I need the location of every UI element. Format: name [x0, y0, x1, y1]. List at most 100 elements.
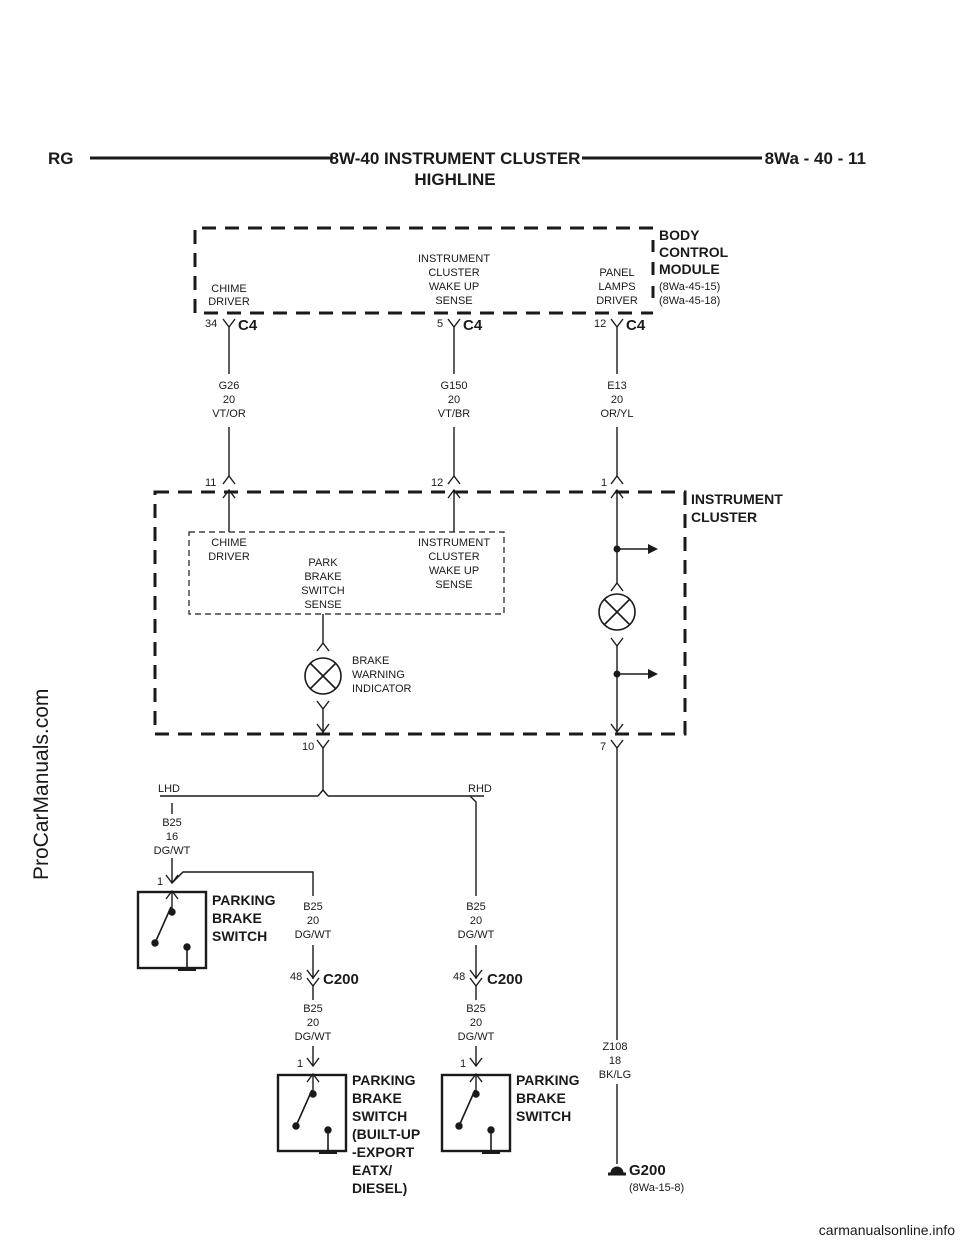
header-subtitle: HIGHLINE [414, 170, 495, 189]
below-wire-gauge-r: 20 [470, 1017, 482, 1029]
instrument-cluster: INSTRUMENT CLUSTER CHIME DRIVER PARK BRA… [153, 488, 783, 736]
c200-right-pin: 48 [453, 971, 465, 983]
cluster-park-4: SENSE [304, 599, 341, 611]
mid-wire-gauge-r: 20 [470, 915, 482, 927]
rhd-switch-pin: 1 [460, 1058, 466, 1070]
cluster-pin-7-symbol [610, 739, 624, 750]
bcm-panel-3: DRIVER [596, 295, 638, 307]
indicator-exit-arrow [316, 723, 330, 734]
cluster-name-line1: INSTRUMENT [691, 491, 783, 507]
bcm-connector-pins: 34 C4 5 C4 12 C4 [205, 317, 646, 334]
export-switch-pin: 1 [297, 1058, 303, 1070]
bottom-watermark: carmanualsonline.info [819, 1222, 955, 1238]
panel-lamp-exit-arrow [610, 723, 624, 734]
cluster-wake-4: SENSE [435, 579, 472, 591]
mid-wire-color-r: DG/WT [458, 929, 495, 941]
bcm-ref2: (8Wa-45-18) [659, 295, 720, 307]
panel-lamp-bottom-arrow [610, 637, 624, 648]
cluster-name-line2: CLUSTER [691, 509, 757, 525]
cluster-pin-10: 10 [302, 741, 314, 753]
brake-indicator-3: INDICATOR [352, 683, 412, 695]
panel-lamp-top-arrow [610, 581, 624, 592]
side-watermark: ProCarManuals.com [30, 689, 53, 880]
rhd-switch-label-2: BRAKE [516, 1090, 566, 1106]
indicator-top-arrow [316, 641, 330, 652]
export-switch-pin-symbol [306, 1057, 320, 1068]
ground-symbol-icon [608, 1166, 626, 1176]
c200-right-connector: C200 [487, 971, 523, 988]
wire-e13-color: OR/YL [600, 408, 633, 420]
export-parking-brake-switch [276, 1073, 348, 1153]
rhd-switch-blade [458, 1089, 476, 1127]
ground-wire-color: BK/LG [599, 1069, 631, 1081]
wire-g26-gauge: 20 [223, 394, 235, 406]
rhd-wire-top [469, 795, 477, 896]
lower-circuit: LHD RHD B25 16 DG/WT 1 PARKING BRAKE SWI… [136, 748, 684, 1196]
bcm-connector-c4-a: C4 [238, 317, 258, 334]
brake-indicator-2: WARNING [352, 669, 405, 681]
wire-e13-circuit: E13 [607, 380, 627, 392]
header-page-number: 8Wa - 40 - 11 [765, 149, 866, 168]
bcm-wake-3: WAKE UP [429, 281, 479, 293]
rhd-switch-contact-pivot [455, 1122, 463, 1130]
c200-right-pin-symbol-bottom [469, 977, 483, 988]
bcm-panel-1: PANEL [599, 267, 634, 279]
c200-right-pin-symbol-top [469, 969, 483, 980]
cluster-pin-10-symbol [316, 739, 330, 750]
cluster-bottom-pins: 10 7 [302, 739, 624, 753]
bcm-wake-1: INSTRUMENT [418, 253, 490, 265]
bcm-wake-4: SENSE [435, 295, 472, 307]
cluster-pin-11: 11 [205, 477, 216, 489]
lhd-wire-circuit: B25 [162, 817, 182, 829]
cluster-pin-12: 12 [431, 477, 443, 489]
cluster-pin-1: 1 [601, 477, 607, 489]
below-wire-circuit-l: B25 [303, 1003, 323, 1015]
ground-wire-circuit: Z108 [602, 1041, 627, 1053]
bcm-wake-2: CLUSTER [428, 267, 479, 279]
lhd-wire-color: DG/WT [154, 845, 191, 857]
cluster-park-1: PARK [308, 557, 338, 569]
bcm-pin-34: 34 [205, 318, 217, 330]
export-switch-label-4: (BUILT-UP [352, 1126, 420, 1142]
cluster-pin-11-symbol [222, 474, 236, 485]
cluster-park-3: SWITCH [301, 585, 344, 597]
bcm-pin-34-symbol [222, 318, 236, 329]
brake-warning-lamp-icon [304, 657, 342, 695]
cluster-wake-3: WAKE UP [429, 565, 479, 577]
export-switch-contact-pivot [292, 1122, 300, 1130]
cluster-top-pins: 11 12 1 [205, 474, 624, 489]
header-left: RG [48, 149, 74, 168]
wire-g26-circuit: G26 [219, 380, 240, 392]
wire-g26-color: VT/OR [212, 408, 246, 420]
bcm-connector-c4-c: C4 [626, 317, 646, 334]
cluster-park-2: BRAKE [304, 571, 341, 583]
cluster-inner-box [188, 531, 505, 615]
option-split [317, 788, 329, 797]
bcm-panel-2: LAMPS [598, 281, 635, 293]
c200-left-pin-symbol-top [306, 969, 320, 980]
brake-indicator-1: BRAKE [352, 655, 389, 667]
bcm-connector-c4-b: C4 [463, 317, 483, 334]
bcm-name-line2: CONTROL [659, 244, 729, 260]
page-header: RG 8W-40 INSTRUMENT CLUSTER HIGHLINE 8Wa… [48, 149, 866, 189]
c200-left-pin: 48 [290, 971, 302, 983]
lhd-switch-label-1: PARKING [212, 892, 276, 908]
rhd-switch-label-1: PARKING [516, 1072, 580, 1088]
below-wire-color-r: DG/WT [458, 1031, 495, 1043]
bcm-pin-5: 5 [437, 318, 443, 330]
export-switch-label-5: -EXPORT [352, 1144, 415, 1160]
lhd-switch-label-3: SWITCH [212, 928, 267, 944]
rhd-switch-pin-symbol [469, 1057, 483, 1068]
cluster-boundary [153, 490, 687, 736]
header-title: 8W-40 INSTRUMENT CLUSTER [330, 149, 581, 168]
mid-wire-circuit-l: B25 [303, 901, 323, 913]
cluster-pin-1-symbol [610, 474, 624, 485]
bcm-boundary [193, 226, 653, 315]
indicator-bottom-arrow [316, 700, 330, 711]
lhd-wire-gauge: 16 [166, 831, 178, 843]
below-wire-circuit-r: B25 [466, 1003, 486, 1015]
bcm-pin-12: 12 [594, 318, 606, 330]
body-control-module: BODY CONTROL MODULE (8Wa-45-15) (8Wa-45-… [193, 226, 729, 315]
cluster-pin-7: 7 [600, 741, 606, 753]
